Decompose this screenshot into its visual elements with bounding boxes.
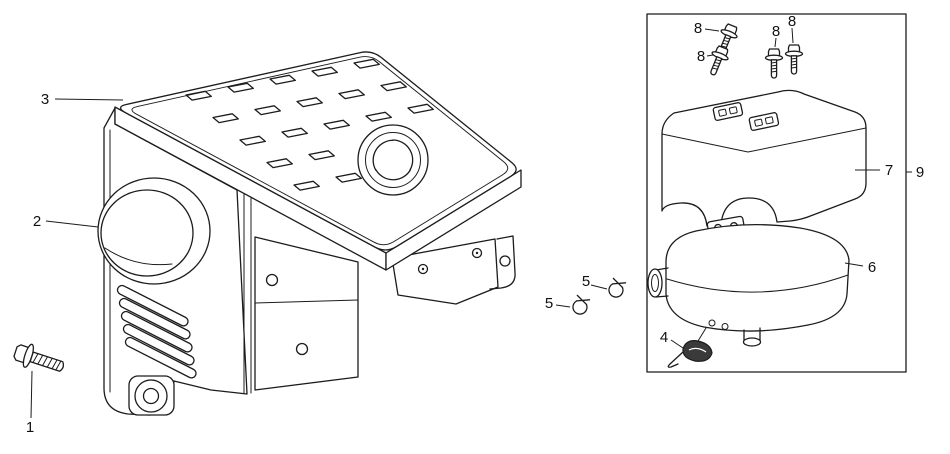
callout-6: 6: [844, 259, 876, 276]
bolt-hole-center: [475, 251, 479, 255]
bolt-threads: [32, 353, 62, 371]
bolt-hole: [471, 247, 483, 259]
callout-9: 9: [906, 164, 924, 181]
callout-8a-label: 8: [694, 20, 702, 37]
protector-fold-line: [661, 127, 867, 153]
callout-8b-label: 8: [697, 48, 705, 65]
callout-5a: 5: [582, 273, 608, 290]
bolt-hole: [417, 263, 429, 275]
callout-2-label: 2: [33, 213, 41, 230]
callout-5a-leader: [590, 284, 608, 290]
callout-8c-leader: [774, 37, 777, 48]
callout-8d: 8: [788, 13, 796, 44]
muffler-body: [647, 215, 850, 347]
bolt-shaft: [29, 351, 65, 372]
callout-5b: 5: [545, 295, 571, 312]
callout-8d-leader: [791, 27, 794, 44]
hook-bracket: [489, 235, 516, 290]
bolt-8b: [703, 43, 732, 79]
vent-slat: [118, 297, 191, 340]
callout-7-label: 7: [885, 162, 893, 179]
callout-4-leader: [670, 339, 684, 349]
callout-2-leader: [45, 220, 99, 228]
callout-5b-label: 5: [545, 295, 553, 312]
callout-3-label: 3: [41, 91, 49, 108]
callout-8c: 8: [772, 23, 780, 48]
cover-assembly: [13, 51, 522, 416]
cover-top-panel: [119, 51, 517, 251]
callout-8a: 8: [694, 20, 720, 37]
muffler-inlet-pipe: [647, 267, 669, 298]
bracket-hole: [265, 273, 279, 287]
bracket-hole: [295, 342, 309, 356]
bolt-8d: [784, 44, 804, 75]
callout-3-leader: [54, 98, 124, 101]
vent-slat: [122, 323, 195, 366]
vent-slat: [124, 336, 197, 379]
callout-7: 7: [855, 162, 893, 179]
mounting-foot: [128, 375, 175, 416]
brand-emblem: [357, 124, 429, 196]
exhaust-outlet: [97, 177, 211, 285]
drain-bolt: [721, 323, 729, 330]
callout-2: 2: [33, 213, 99, 230]
callouts: 1 2 3 4 5 5 6 7: [26, 13, 924, 436]
callout-8a-leader: [704, 28, 720, 32]
muffler-protector: [661, 89, 867, 227]
vent-slat: [116, 284, 189, 327]
callout-8b-leader: [706, 54, 714, 57]
hook-hole: [499, 255, 511, 267]
callout-5b-leader: [555, 304, 571, 308]
bolt-8c: [764, 48, 784, 79]
callout-8c-label: 8: [772, 23, 780, 40]
bolt-hole-center: [421, 267, 425, 271]
drain-bolt: [708, 319, 716, 327]
callout-9-label: 9: [916, 164, 924, 181]
callout-6-label: 6: [868, 259, 876, 276]
callout-8b: 8: [697, 48, 714, 65]
muffler-outlet-stub: [742, 327, 762, 347]
vent-slats: [116, 284, 197, 379]
vent-slat: [120, 310, 193, 353]
callout-1-leader: [30, 370, 33, 419]
flange-bolt-1: [13, 343, 65, 372]
gasket-link-line: [697, 327, 707, 342]
parts-box-border: [646, 13, 907, 373]
muffler-seam: [666, 274, 849, 293]
pipe-clamp-b: [570, 294, 591, 317]
channel-lines: [243, 192, 252, 394]
parts-box: [646, 13, 907, 373]
callout-1-label: 1: [26, 419, 34, 436]
callout-4-label: 4: [660, 329, 668, 346]
callout-3: 3: [41, 91, 124, 108]
callout-5a-label: 5: [582, 273, 590, 290]
callout-1: 1: [26, 370, 34, 436]
callout-4: 4: [660, 329, 684, 349]
mounting-bracket: [254, 236, 359, 391]
pipe-clamp-a: [606, 277, 627, 300]
exhaust-gasket: [667, 340, 713, 368]
side-bracket: [391, 235, 516, 305]
callout-6-leader: [844, 262, 864, 267]
gasket-tail: [667, 351, 684, 368]
callout-8d-label: 8: [788, 13, 796, 30]
